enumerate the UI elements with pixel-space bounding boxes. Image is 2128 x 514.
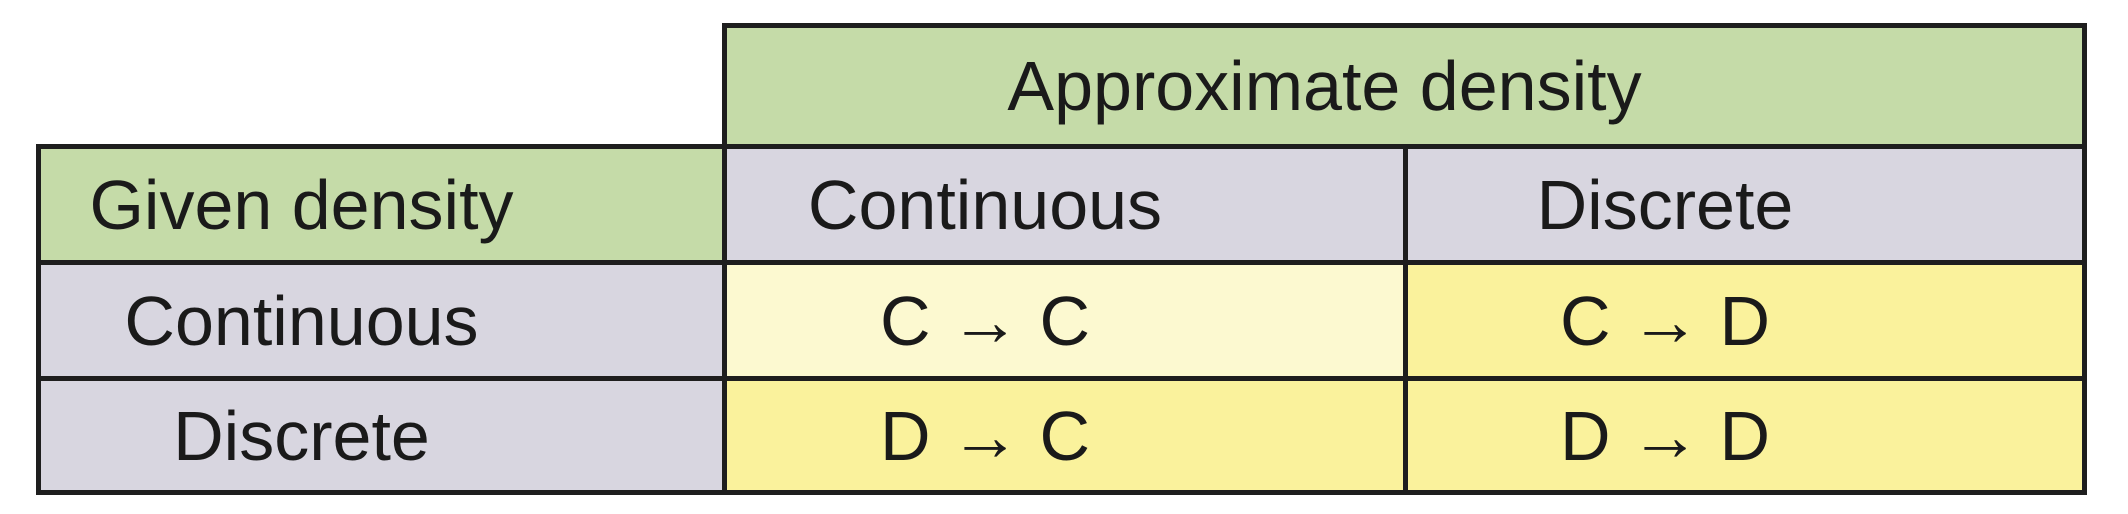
- corner-header-given-density: Given density: [36, 144, 727, 265]
- col-header-discrete: Discrete: [1403, 144, 2087, 265]
- table-row: Discrete D → C D → D: [36, 376, 2087, 495]
- density-mapping-table: Approximate density Given density Contin…: [36, 23, 2087, 495]
- empty-corner-spacer: [39, 26, 725, 147]
- cell-c-to-d: C → D: [1403, 260, 2087, 381]
- row-label-continuous: Continuous: [36, 260, 727, 381]
- span-header-approximate-density: Approximate density: [722, 23, 2087, 149]
- table-row: Continuous C → C C → D: [36, 260, 2087, 381]
- row-label-discrete: Discrete: [36, 376, 727, 495]
- col-header-continuous: Continuous: [722, 144, 1408, 265]
- cell-d-to-c: D → C: [722, 376, 1408, 495]
- cell-c-to-c: C → C: [722, 260, 1408, 381]
- cell-d-to-d: D → D: [1403, 376, 2087, 495]
